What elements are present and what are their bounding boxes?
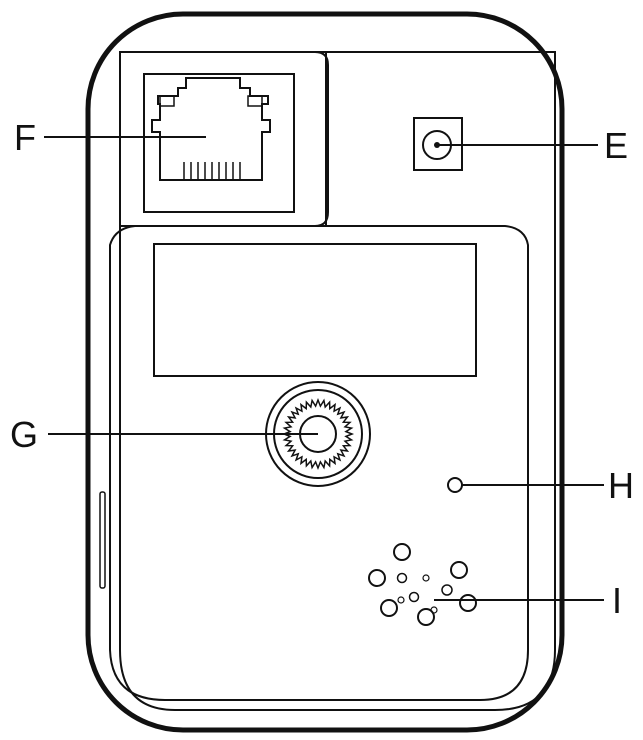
device-outer-shell	[85, 11, 565, 733]
leader-lines	[44, 136, 604, 601]
lower-panel-edge	[109, 225, 529, 701]
speaker-grille-icon	[368, 543, 477, 626]
side-slot	[99, 491, 106, 589]
callout-h-label: H	[608, 465, 634, 506]
callout-e-label: E	[604, 125, 628, 166]
ethernet-bay	[120, 51, 329, 227]
reset-hole-icon	[447, 477, 463, 493]
callout-i-label: I	[612, 580, 622, 621]
callout-g-label: G	[10, 414, 38, 455]
device-inner-panel	[119, 51, 556, 711]
callout-f-label: F	[14, 117, 36, 158]
label-window	[153, 243, 477, 377]
ethernet-port-icon	[143, 73, 295, 213]
